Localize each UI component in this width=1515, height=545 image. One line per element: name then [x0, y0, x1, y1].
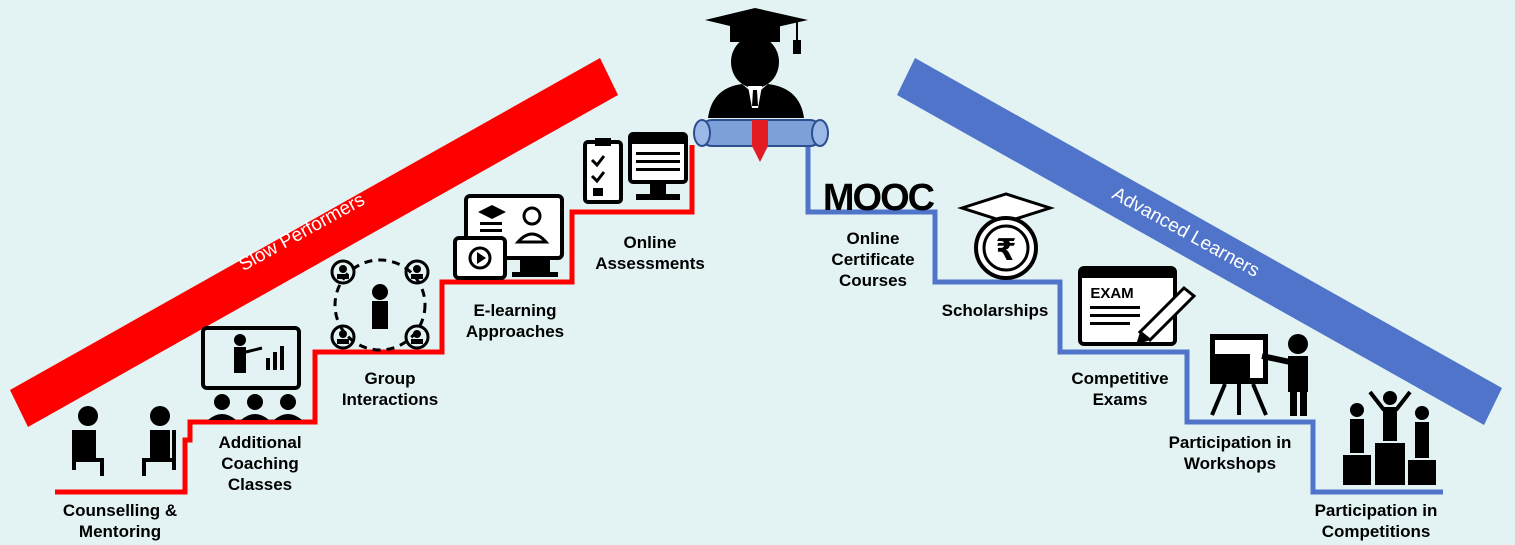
scholarship-icon: ₹ — [957, 192, 1055, 280]
left-staircase-line — [55, 145, 695, 495]
group-network-icon — [330, 258, 430, 352]
step-label-workshops: Participation in Workshops — [1168, 433, 1292, 473]
advanced-learners-banner — [897, 58, 1502, 425]
classroom-icon — [201, 326, 302, 420]
step-label-scholarships: Scholarships — [941, 301, 1049, 320]
exam-icon-text: EXAM — [1090, 285, 1133, 302]
slow-performers-banner — [10, 58, 618, 427]
step-label-competitions: Participation in Competitions — [1314, 501, 1438, 541]
step-label-coaching: Additional Coaching Classes — [218, 433, 302, 494]
step-label-assessments: Online Assessments — [595, 233, 705, 273]
step-label-elearning: E-learning Approaches — [465, 301, 565, 341]
step-label-mooc: Online Certificate Courses — [831, 229, 915, 290]
online-assessment-icon — [583, 132, 688, 204]
step-label-exams: Competitive Exams — [1071, 369, 1169, 409]
graduate-with-diploma-icon — [693, 8, 829, 162]
step-label-counselling: Counselling & Mentoring — [62, 501, 178, 541]
mooc-icon: MOOC — [823, 177, 937, 219]
rupee-symbol: ₹ — [996, 233, 1017, 268]
podium-icon — [1343, 390, 1436, 485]
right-staircase-line — [805, 145, 1443, 495]
exam-icon: EXAM — [1078, 266, 1197, 346]
counselling-icon — [72, 406, 176, 476]
step-label-group: Group Interactions — [341, 369, 439, 409]
mooc-logo-text: MOOC — [823, 177, 935, 219]
elearning-icon — [453, 194, 564, 280]
workshop-icon — [1210, 334, 1308, 416]
